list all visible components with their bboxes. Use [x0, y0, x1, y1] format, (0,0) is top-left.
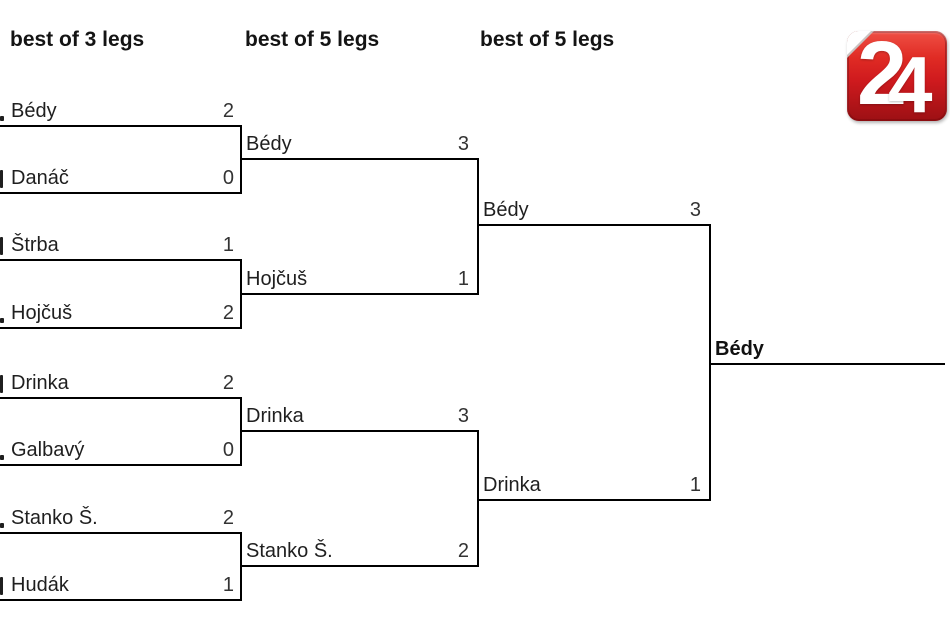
bracket-line [0, 532, 242, 534]
winner-name: Bédy [715, 338, 764, 360]
round2-header: best of 5 legs [245, 28, 380, 51]
match-slot-round1: Hudák 1 [0, 572, 242, 599]
bracket-connector [477, 430, 479, 567]
player-score: 1 [689, 474, 701, 496]
match-slot-round1: Hojčuš 2 [0, 300, 242, 327]
bracket-line [477, 224, 711, 226]
player-score: 1 [222, 234, 234, 256]
player-name: Stanko Š. [246, 540, 333, 562]
cut-seed-fragment [0, 116, 4, 121]
bracket-line [0, 259, 242, 261]
player-name: Štrba [11, 234, 59, 256]
player-score: 3 [689, 199, 701, 221]
match-slot-round2: Drinka 3 [240, 403, 479, 430]
bracket-line [0, 125, 242, 127]
bracket-line [709, 363, 945, 365]
player-score: 0 [222, 439, 234, 461]
player-name: Galbavý [11, 439, 85, 461]
player-score: 2 [222, 100, 234, 122]
player-score: 2 [457, 540, 469, 562]
match-slot-round3: Drinka 1 [477, 472, 711, 499]
bracket-line [240, 293, 479, 295]
cut-seed-fragment [0, 523, 4, 528]
player-name: Drinka [483, 474, 541, 496]
bracket-line [0, 599, 242, 601]
cut-seed-fragment [0, 455, 4, 460]
player-score: 1 [222, 574, 234, 596]
round1-header: best of 3 legs [10, 28, 145, 51]
bracket-line [0, 327, 242, 329]
cut-seed-fragment [0, 375, 3, 393]
player-score: 1 [457, 268, 469, 290]
player-name: Hudák [11, 574, 69, 596]
player-score: 3 [457, 133, 469, 155]
player-name: Bédy [246, 133, 292, 155]
bracket-line [240, 158, 479, 160]
match-slot-round1: Stanko Š. 2 [0, 505, 242, 532]
cut-seed-fragment [0, 577, 3, 595]
site-24-logo: 2 4 [847, 31, 947, 121]
player-score: 0 [222, 167, 234, 189]
player-name: Drinka [11, 372, 69, 394]
player-name: Danáč [11, 167, 69, 189]
cut-seed-fragment [0, 237, 3, 255]
bracket-connector [477, 158, 479, 295]
bracket-line [240, 565, 479, 567]
bracket-line [240, 430, 479, 432]
round3-header: best of 5 legs [480, 28, 615, 51]
match-slot-round1: Danáč 0 [0, 165, 242, 192]
bracket-connector [709, 224, 711, 501]
logo-fold-corner [847, 31, 871, 55]
player-name: Hojčuš [11, 302, 73, 324]
match-slot-round1: Drinka 2 [0, 370, 242, 397]
logo-digit: 4 [888, 40, 933, 122]
player-score: 2 [222, 372, 234, 394]
bracket-line [0, 397, 242, 399]
player-name: Hojčuš [246, 268, 308, 290]
match-slot-round1: Bédy 2 [0, 98, 242, 125]
bracket-line [0, 464, 242, 466]
player-name: Drinka [246, 405, 304, 427]
player-score: 2 [222, 302, 234, 324]
match-slot-round2: Stanko Š. 2 [240, 538, 479, 565]
bracket-line [0, 192, 242, 194]
player-score: 2 [222, 507, 234, 529]
player-score: 3 [457, 405, 469, 427]
match-slot-round1: Galbavý 0 [0, 437, 242, 464]
player-name: Bédy [483, 199, 529, 221]
logo-digit: 2 [857, 31, 908, 121]
match-slot-round1: Štrba 1 [0, 232, 242, 259]
cut-seed-fragment [0, 318, 4, 323]
match-slot-round2: Bédy 3 [240, 131, 479, 158]
player-name: Stanko Š. [11, 507, 98, 529]
bracket-line [477, 499, 711, 501]
match-slot-round2: Hojčuš 1 [240, 266, 479, 293]
cut-seed-fragment [0, 170, 3, 188]
winner-slot: Bédy [709, 336, 945, 363]
player-name: Bédy [11, 100, 57, 122]
match-slot-round3: Bédy 3 [477, 197, 711, 224]
